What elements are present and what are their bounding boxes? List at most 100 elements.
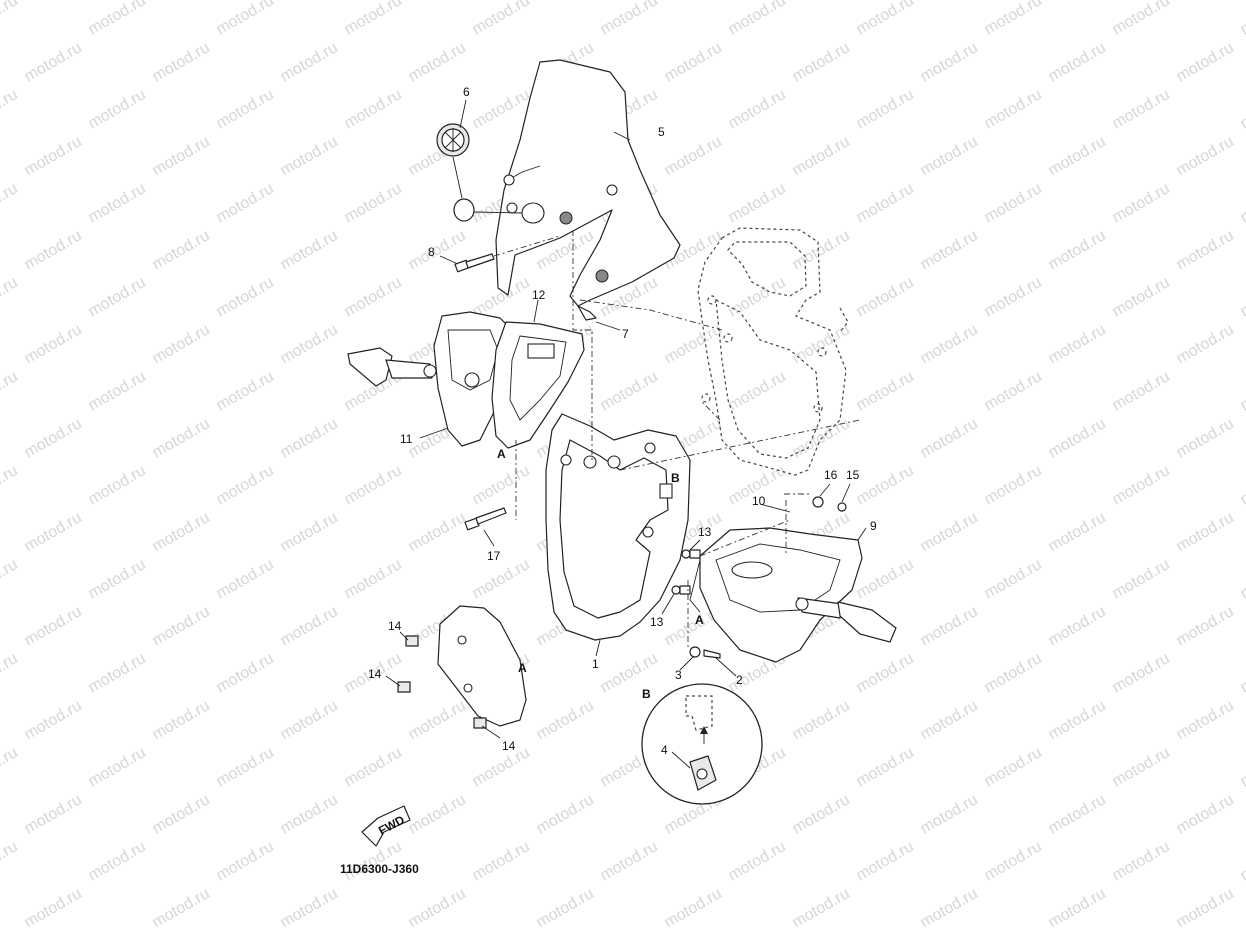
watermark-text: motod.ru [790,39,853,85]
inner-panel-12 [491,321,585,449]
watermark-text: motod.ru [342,0,405,38]
watermark-text: motod.ru [918,321,981,367]
watermark-text: motod.ru [278,39,341,85]
watermark-text: motod.ru [982,838,1045,884]
callout-9: 9 [870,519,877,533]
watermark-text: motod.ru [1238,86,1246,132]
watermark-text: motod.ru [1110,180,1173,226]
front-stay-frame [697,227,849,476]
watermark-text: motod.ru [278,885,341,931]
watermark-text: motod.ru [1046,885,1109,931]
watermark-text: motod.ru [0,744,21,790]
callout-16: 16 [824,468,838,482]
watermark-text: motod.ru [214,744,277,790]
watermark-text: motod.ru [0,462,21,508]
watermark-text: motod.ru [214,556,277,602]
watermark-text: motod.ru [982,650,1045,696]
watermark-text: motod.ru [726,368,789,414]
watermark-text: motod.ru [150,321,213,367]
watermark-text: motod.ru [726,274,789,320]
callout-6: 6 [463,85,470,99]
watermark-text: motod.ru [534,791,597,837]
watermark-text: motod.ru [1174,39,1237,85]
watermark-text: motod.ru [86,180,149,226]
watermark-text: motod.ru [1174,791,1237,837]
watermark-text: motod.ru [150,697,213,743]
right-turn-signal [795,597,897,643]
watermark-text: motod.ru [342,744,405,790]
view-marker-a-right: A [695,613,704,627]
emblem [436,123,523,222]
watermark-text: motod.ru [918,509,981,555]
watermark-text: motod.ru [1046,791,1109,837]
watermark-text: motod.ru [1238,274,1246,320]
small-fasteners [671,496,847,659]
callout-3: 3 [675,668,682,682]
watermark-text: motod.ru [854,556,917,602]
watermark-text: motod.ru [662,885,725,931]
watermark-text: motod.ru [1238,744,1246,790]
watermark-text: motod.ru [1046,133,1109,179]
watermark-text: motod.ru [0,838,21,884]
watermark-text: motod.ru [342,462,405,508]
watermark-text: motod.ru [278,603,341,649]
watermark-text: motod.ru [918,133,981,179]
watermark-text: motod.ru [22,133,85,179]
watermark-text: motod.ru [214,838,277,884]
view-marker-a-bracket: A [518,661,527,675]
watermark-text: motod.ru [598,368,661,414]
watermark-text: motod.ru [470,838,533,884]
watermark-text: motod.ru [598,0,661,38]
view-marker-b-cowling: B [671,471,680,485]
watermark-text: motod.ru [278,697,341,743]
watermark-text: motod.ru [790,697,853,743]
watermark-text: motod.ru [1110,274,1173,320]
watermark-text: motod.ru [150,227,213,273]
watermark-text: motod.ru [22,227,85,273]
view-marker-a-left: A [497,447,506,461]
watermark-text: motod.ru [1238,556,1246,602]
callout-1: 1 [592,657,599,671]
watermark-text: motod.ru [278,321,341,367]
watermark-text: motod.ru [1174,227,1237,273]
watermark-text: motod.ru [982,368,1045,414]
callout-8: 8 [428,245,435,259]
watermark-text: motod.ru [22,415,85,461]
watermark-text: motod.ru [0,556,21,602]
watermark-text: motod.ru [406,509,469,555]
watermark-text: motod.ru [406,791,469,837]
watermark-text: motod.ru [918,603,981,649]
watermark-text: motod.ru [214,274,277,320]
watermark-text: motod.ru [86,462,149,508]
left-side-cover [433,311,515,447]
watermark-text: motod.ru [278,133,341,179]
watermark-text: motod.ru [214,462,277,508]
diagram-code: 11D6300-J360 [340,862,419,876]
watermark-text: motod.ru [982,556,1045,602]
watermark-text: motod.ru [342,180,405,226]
watermark-text: motod.ru [790,321,853,367]
watermark-text: motod.ru [214,86,277,132]
watermark-text: motod.ru [22,39,85,85]
watermark-text: motod.ru [1238,0,1246,38]
watermark-text: motod.ru [854,86,917,132]
watermark-text: motod.ru [1110,838,1173,884]
callout-14-top: 14 [388,619,402,633]
watermark-text: motod.ru [854,744,917,790]
watermark-text: motod.ru [214,0,277,38]
watermark-text: motod.ru [918,415,981,461]
watermark-text: motod.ru [278,791,341,837]
front-cowling [545,413,691,641]
watermark-text: motod.ru [918,227,981,273]
right-side-cover [689,527,863,663]
watermark-text: motod.ru [86,368,149,414]
watermark-text: motod.ru [790,227,853,273]
callout-13-upper: 13 [698,525,712,539]
watermark-text: motod.ru [790,791,853,837]
watermark-text: motod.ru [854,650,917,696]
watermark-text: motod.ru [662,321,725,367]
callout-13-lower: 13 [650,615,664,629]
watermark-text: motod.ru [0,180,21,226]
bolt-17 [464,507,507,531]
watermark-text: motod.ru [0,86,21,132]
